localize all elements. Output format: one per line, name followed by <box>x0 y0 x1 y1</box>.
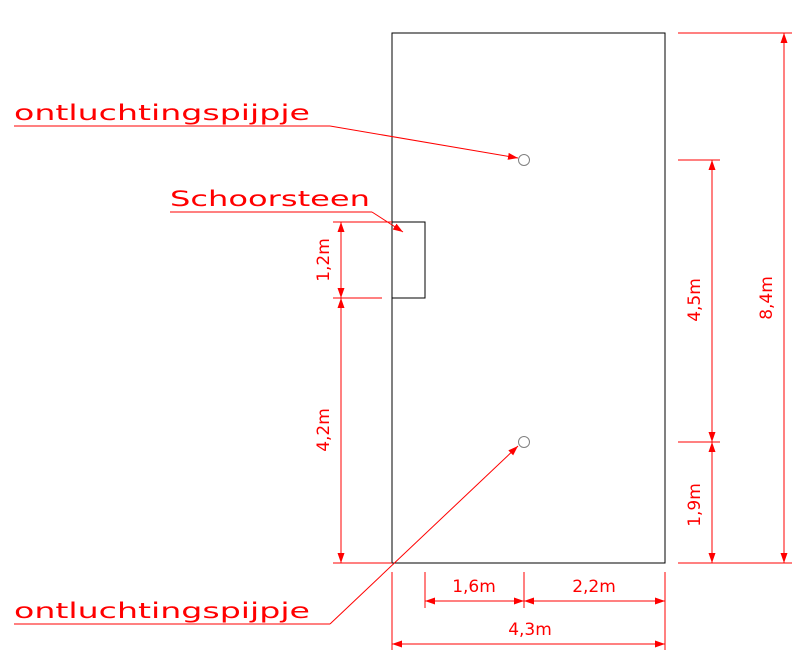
chimney-shape <box>391 221 426 299</box>
dimension-chimney-height: 1,2m <box>314 221 392 299</box>
dimension-total-height: 8,4m <box>678 32 792 564</box>
dim-total-height-text: 8,4m <box>757 276 777 320</box>
pipe-bottom-leader <box>329 445 519 625</box>
vent-pipe-bottom <box>518 436 530 448</box>
dimension-right-upper: 4,5m <box>678 159 720 443</box>
chimney-label: Schoorsteen <box>170 187 370 211</box>
dim-total-width-text: 4,3m <box>508 620 552 640</box>
pipe-top-leader <box>329 125 519 160</box>
pipe-bottom-label: ontluchtingspijpje <box>14 599 310 623</box>
dim-bottom-right-text: 2,2m <box>572 577 616 597</box>
pipe-top-label: ontluchtingspijpje <box>14 101 310 125</box>
dim-chimney-height-text: 1,2m <box>314 238 334 282</box>
label-pipe-top: ontluchtingspijpje <box>14 101 519 160</box>
label-chimney: Schoorsteen <box>170 187 404 233</box>
vent-pipe-top <box>518 154 530 166</box>
dim-bottom-left-text: 1,6m <box>452 577 496 597</box>
dimension-chimney-offset: 4,2m <box>314 298 392 564</box>
dimension-bottom-split: 1,6m 2,2m <box>424 572 666 650</box>
roof-outline <box>391 32 666 564</box>
dimension-total-width: 4,3m <box>391 572 665 650</box>
dim-chimney-offset-text: 4,2m <box>314 408 334 452</box>
label-pipe-bottom: ontluchtingspijpje <box>14 445 519 625</box>
dim-right-lower-text: 1,9m <box>685 483 705 527</box>
dimension-right-lower: 1,9m <box>678 442 720 564</box>
dim-right-upper-text: 4,5m <box>685 278 705 322</box>
